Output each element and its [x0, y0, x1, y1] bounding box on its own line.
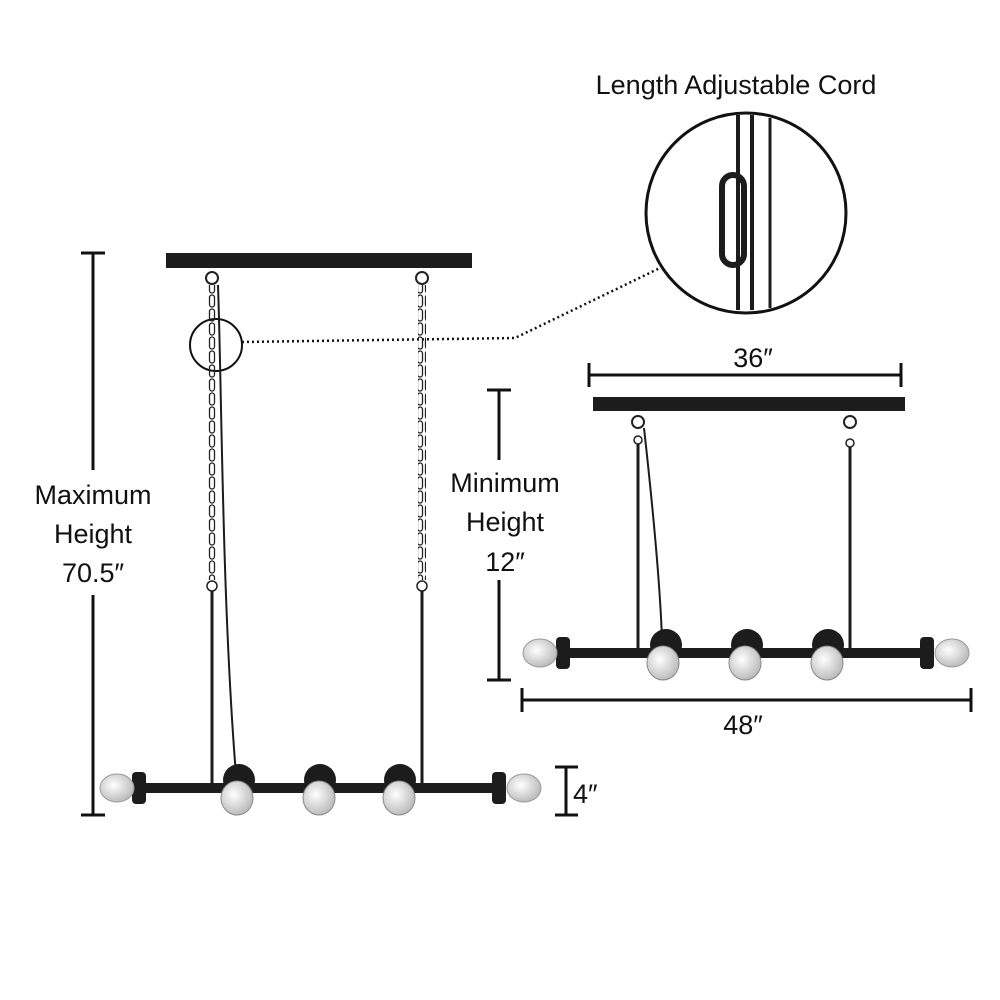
max-height-dimension: [81, 251, 105, 817]
max-height-label-1: Maximum: [34, 480, 151, 510]
chain-left: [208, 285, 216, 580]
canopy-width-value: 36″: [733, 343, 773, 373]
fixture-max-height: [99, 253, 542, 816]
canopy-width-dimension: [587, 363, 903, 387]
socket-1: [646, 629, 682, 681]
socket-3: [382, 764, 416, 816]
socket-2: [302, 764, 336, 816]
max-height-label-2: Height: [54, 519, 133, 549]
shade-height-value: 4″: [573, 779, 598, 809]
end-socket-right: [492, 772, 542, 804]
min-height-label-1: Minimum: [450, 468, 560, 498]
min-height-value: 12″: [485, 547, 525, 577]
fixture-min-height: [522, 397, 970, 681]
socket-3: [810, 629, 844, 681]
fixture-width-value: 48″: [723, 710, 763, 740]
ceiling-canopy: [593, 397, 905, 411]
callout-zoom-circle: [644, 111, 848, 315]
min-height-label-2: Height: [466, 507, 545, 537]
end-socket-right: [920, 637, 970, 669]
min-height-dimension: [487, 388, 511, 682]
socket-2: [728, 629, 763, 681]
shade-height-dimension: [555, 765, 578, 817]
callout-leader-line: [241, 266, 661, 344]
socket-1: [220, 764, 255, 816]
callout-title: Length Adjustable Cord: [596, 70, 877, 100]
chain-right: [418, 285, 426, 580]
ceiling-canopy: [166, 253, 472, 268]
end-socket-left: [522, 637, 570, 669]
power-cord: [217, 284, 237, 776]
end-socket-left: [99, 772, 146, 804]
fixture-width-dimension: [520, 688, 973, 712]
max-height-value: 70.5″: [62, 558, 125, 588]
